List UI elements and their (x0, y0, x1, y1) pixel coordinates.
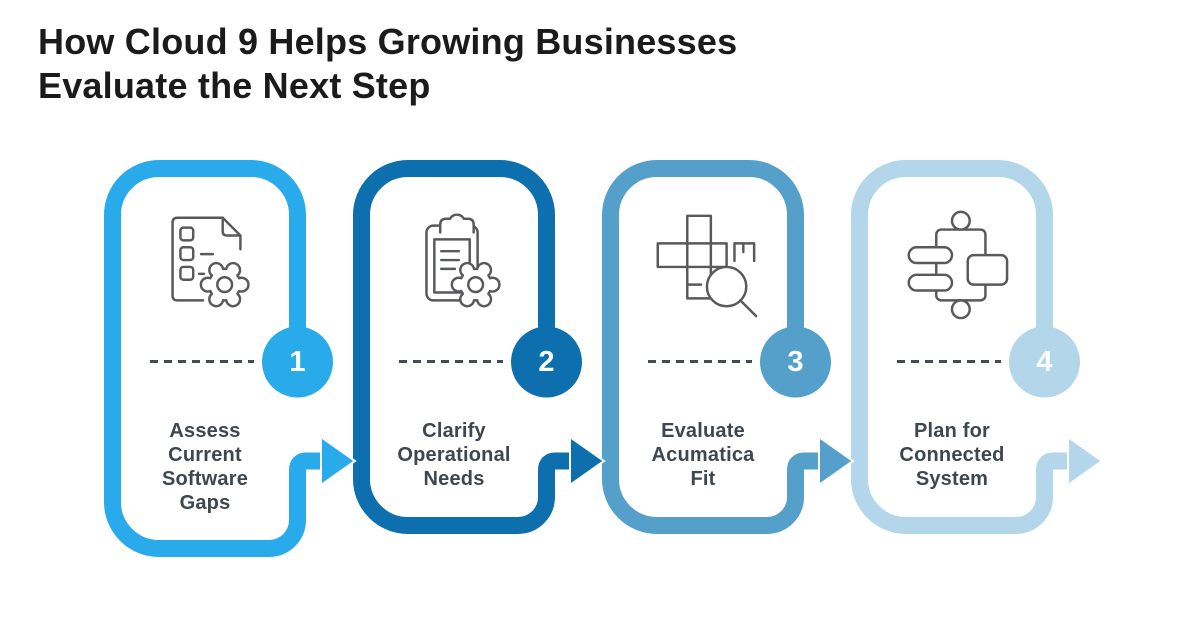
arrow-icon (320, 435, 357, 487)
card-border (104, 160, 323, 557)
step-label: Plan for Connected System (899, 420, 1005, 490)
arrow-icon (818, 435, 855, 487)
workflow-nodes-icon (893, 204, 1011, 322)
step-number: 1 (289, 346, 306, 378)
card-border (851, 160, 1070, 534)
step-card-1: 1 Assess Current Software Gaps (104, 160, 364, 580)
step-number-badge (1009, 326, 1080, 398)
arrow-icon (1067, 435, 1104, 487)
step-number: 2 (538, 346, 555, 378)
step-number: 3 (787, 346, 804, 378)
step-label: Clarify Operational Needs (397, 420, 511, 490)
step-card-2: 2 Clarify Operational Needs (353, 160, 613, 580)
step-number: 4 (1036, 346, 1053, 378)
step-number-badge (262, 326, 333, 398)
step-card-4: 4 Plan for Connected System (851, 160, 1111, 580)
clipboard-gear-icon (395, 204, 513, 322)
step-3-frame-graphic (602, 160, 855, 534)
page-title: How Cloud 9 Helps Growing Businesses Eva… (38, 21, 738, 106)
arrow-icon (569, 435, 606, 487)
step-2-frame-graphic (353, 160, 606, 534)
modules-magnifier-icon (644, 204, 762, 322)
document-checklist-gear-icon (146, 204, 264, 322)
step-number-badge (511, 326, 582, 398)
step-label: Evaluate Acumatica Fit (651, 420, 755, 490)
step-card-3: 3 Evaluate Acumatica Fit (602, 160, 862, 580)
step-number-badge (760, 326, 831, 398)
step-4-frame-graphic (851, 160, 1104, 534)
step-label: Assess Current Software Gaps (161, 420, 249, 514)
card-border (353, 160, 572, 534)
card-border (602, 160, 821, 534)
step-1-frame-graphic (104, 160, 357, 557)
